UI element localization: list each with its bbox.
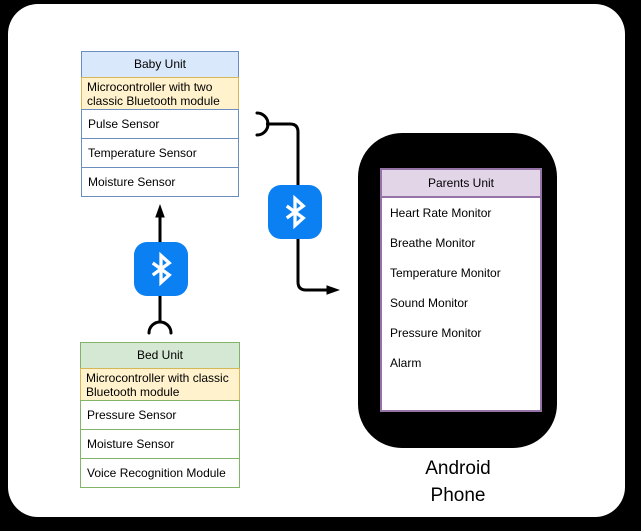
bed-unit-title: Bed Unit — [80, 342, 240, 369]
android-phone-label: Android Phone — [425, 458, 491, 506]
baby-unit-row-pulse-sensor: Pulse Sensor — [81, 109, 239, 139]
parents-unit-row-breathe: Breathe Monitor — [382, 228, 540, 258]
parents-unit-title: Parents Unit — [382, 170, 540, 198]
parents-unit-node: Parents Unit Heart Rate Monitor Breathe … — [380, 168, 542, 412]
bed-unit-module-row: Microcontroller with classic Bluetooth m… — [80, 368, 240, 401]
bed-unit-row-moisture-sensor: Moisture Sensor — [80, 429, 240, 459]
parents-unit-row-alarm: Alarm — [382, 348, 540, 378]
bluetooth-icon — [134, 242, 188, 296]
parents-unit-row-sound: Sound Monitor — [382, 288, 540, 318]
bluetooth-glyph — [151, 251, 172, 287]
baby-unit-module-row: Microcontroller with two classic Bluetoo… — [81, 77, 239, 110]
parents-unit-row-heart-rate: Heart Rate Monitor — [382, 198, 540, 228]
parents-unit-row-pressure: Pressure Monitor — [382, 318, 540, 348]
baby-unit-title: Baby Unit — [81, 51, 239, 78]
baby-unit-node: Baby Unit Microcontroller with two class… — [81, 51, 239, 197]
bed-unit-node: Bed Unit Microcontroller with classic Bl… — [80, 342, 240, 488]
bed-unit-row-voice-recognition: Voice Recognition Module — [80, 458, 240, 488]
bed-unit-row-pressure-sensor: Pressure Sensor — [80, 400, 240, 430]
bluetooth-icon — [268, 185, 322, 239]
baby-unit-row-temperature-sensor: Temperature Sensor — [81, 138, 239, 168]
baby-unit-row-moisture-sensor: Moisture Sensor — [81, 167, 239, 197]
parents-unit-row-temperature: Temperature Monitor — [382, 258, 540, 288]
bluetooth-glyph — [285, 194, 306, 230]
